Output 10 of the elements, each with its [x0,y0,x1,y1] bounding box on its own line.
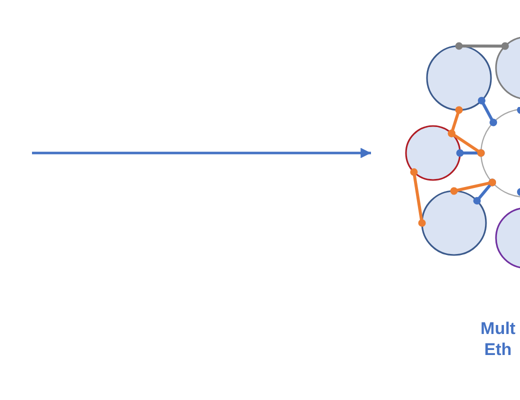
connector-line [448,130,485,157]
circle-node [404,124,462,182]
arrow [32,148,371,158]
circle-node [425,44,493,112]
connector-line [478,96,498,126]
connector-line [455,42,509,50]
circle-node [420,189,488,257]
connector-line [450,178,496,195]
connector-line [410,168,426,227]
caption-text: Mult Eth [480,318,516,360]
